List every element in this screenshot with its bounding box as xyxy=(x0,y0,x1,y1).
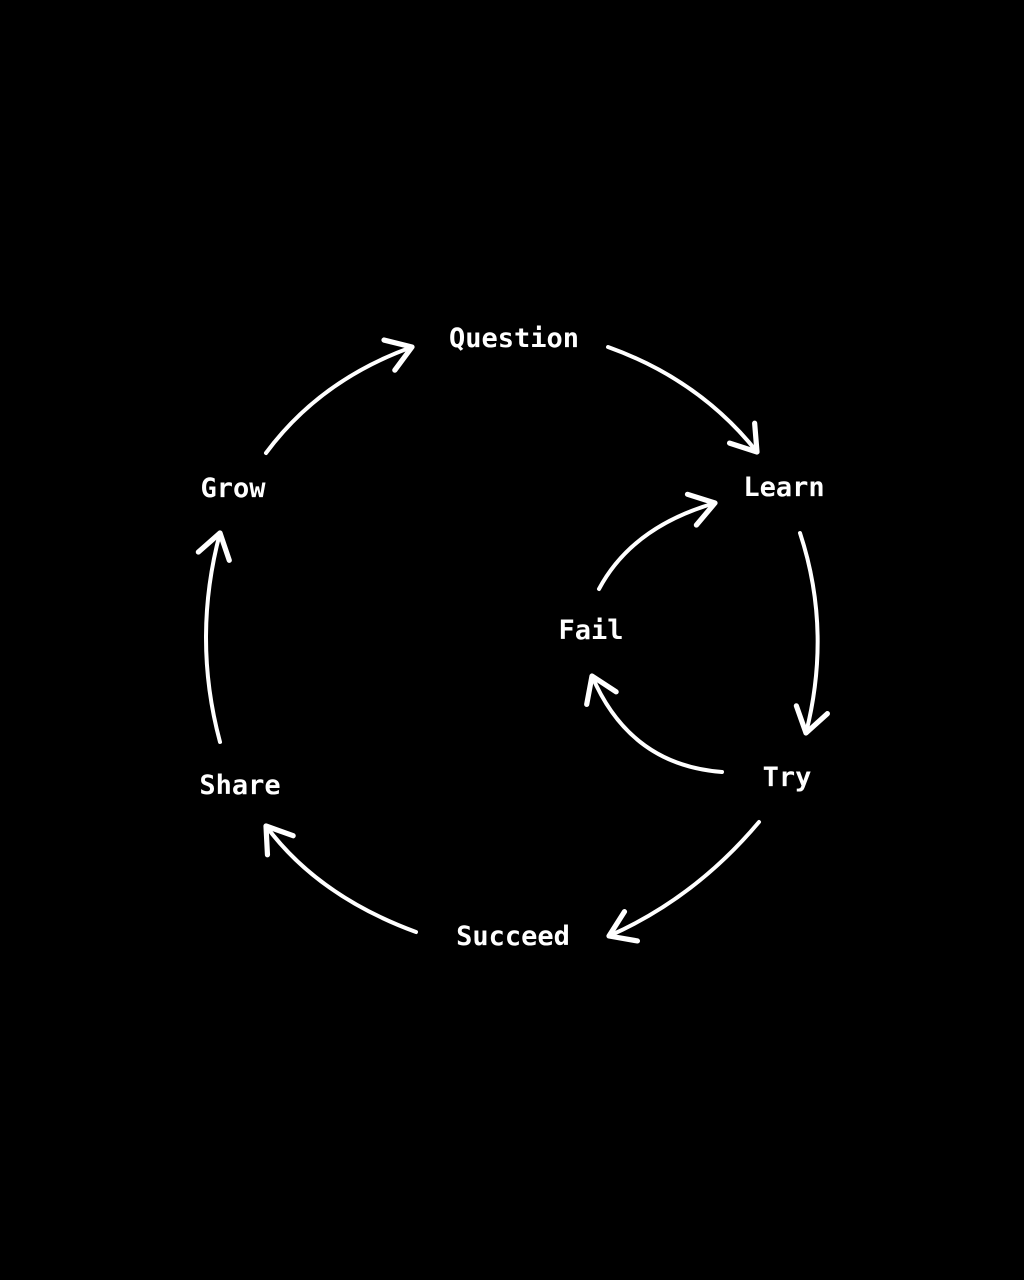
arrow-succeed-to-share xyxy=(263,823,418,934)
arrow-learn-to-try xyxy=(793,531,830,736)
arrow-question-to-learn xyxy=(606,345,760,455)
node-fail: Fail xyxy=(558,615,623,646)
node-question: Question xyxy=(449,323,579,354)
node-try: Try xyxy=(763,762,812,793)
arrow-grow-to-question xyxy=(264,337,415,455)
arrow-try-to-succeed xyxy=(606,820,761,944)
arrow-share-to-grow xyxy=(195,530,232,744)
arrow-try-to-fail xyxy=(584,673,724,774)
node-share: Share xyxy=(199,770,280,801)
arrow-fail-to-learn xyxy=(597,491,718,591)
node-succeed: Succeed xyxy=(456,921,570,952)
node-learn: Learn xyxy=(743,472,824,503)
node-grow: Grow xyxy=(200,473,266,504)
